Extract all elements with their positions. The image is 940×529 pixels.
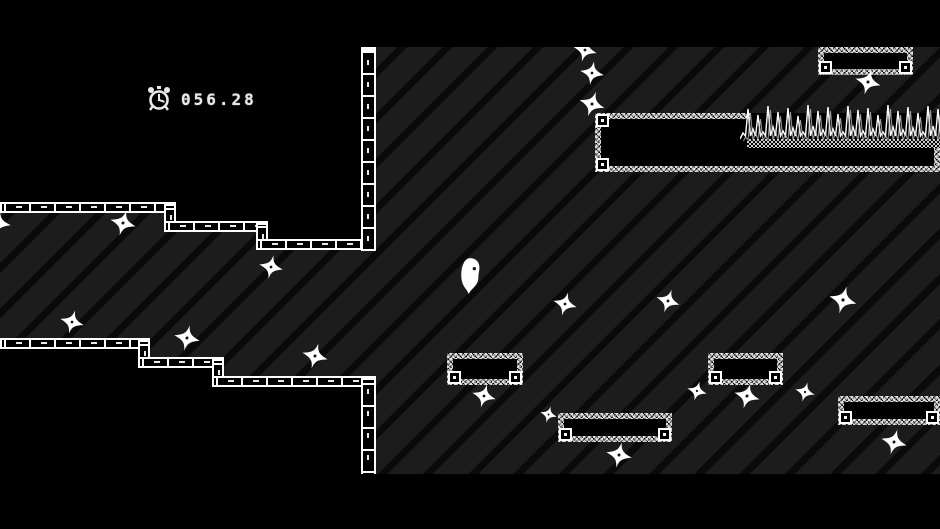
sparkle-star: [731, 380, 763, 412]
platform-end-cap: [819, 61, 832, 74]
platform-interior: [824, 53, 907, 69]
letterbox-bottom: [0, 474, 940, 529]
floating-platform: [838, 396, 940, 425]
platform-end-cap: [926, 411, 939, 424]
sparkle-star: [172, 323, 203, 354]
platform-grass-ledge: [747, 139, 940, 148]
brick-ledge: [212, 376, 374, 387]
sparkle-star: [685, 379, 709, 403]
timer-value: 056.28: [181, 89, 257, 109]
platform-end-cap: [658, 428, 671, 441]
sparkle-star: [550, 289, 579, 318]
platform-interior: [564, 419, 666, 436]
platform-interior: [453, 359, 517, 379]
platform-interior: [844, 402, 934, 419]
platform-end-cap: [509, 371, 522, 384]
sparkle-star: [469, 381, 498, 410]
platform-end-cap: [899, 61, 912, 74]
letterbox-top: [0, 0, 940, 47]
floating-platform: [818, 47, 913, 75]
sparkle-star: [257, 253, 285, 281]
sparkle-star: [576, 88, 609, 121]
platform-interior: [714, 359, 777, 379]
player-character: [453, 256, 486, 297]
floating-platform: [558, 413, 672, 442]
platform-end-cap: [596, 158, 609, 171]
grass-spikes: [739, 103, 940, 144]
floating-platform: [708, 353, 783, 385]
platform-end-cap: [839, 411, 852, 424]
floating-platform: [447, 353, 523, 385]
brick-ledge: [256, 239, 368, 250]
sparkle-star: [878, 426, 910, 458]
brick-ledge: [0, 202, 176, 213]
sparkle-star: [570, 35, 599, 64]
sparkle-star: [653, 286, 683, 316]
hud-timer: 056.28: [146, 85, 257, 113]
alarm-clock-icon: [148, 86, 170, 111]
brick-ledge: [164, 221, 268, 232]
brick-ledge: [0, 338, 150, 349]
platform-end-cap: [596, 114, 609, 127]
sparkle-star: [604, 440, 635, 471]
sparkle-star: [57, 307, 86, 336]
sparkle-star: [107, 207, 139, 239]
sparkle-star: [852, 66, 884, 98]
sparkle-star: [578, 59, 606, 87]
sparkle-star: [299, 340, 331, 372]
sparkle-star: [538, 404, 559, 425]
sparkle-star: [793, 380, 817, 404]
brick-wall-segment: [361, 47, 376, 251]
platform-end-cap: [769, 371, 782, 384]
sparkle-star: [826, 283, 860, 317]
platform-end-cap: [559, 428, 572, 441]
platform-end-cap: [448, 371, 461, 384]
platform-end-cap: [709, 371, 722, 384]
